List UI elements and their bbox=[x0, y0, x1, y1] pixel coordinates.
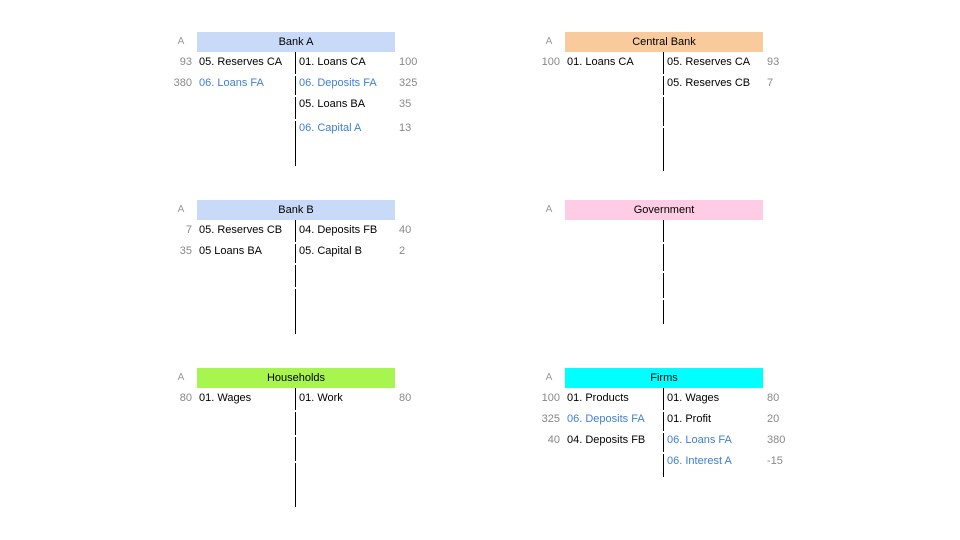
divider-line bbox=[295, 220, 296, 334]
asset-value: 40 bbox=[547, 434, 560, 446]
divider-gap bbox=[294, 74, 297, 76]
divider-gap bbox=[294, 435, 297, 437]
divider-gap bbox=[294, 119, 297, 121]
liability-name: 01. Wages bbox=[667, 392, 720, 404]
liability-name: 01. Loans CA bbox=[299, 56, 366, 68]
asset-name: 06. Loans FA bbox=[199, 77, 264, 89]
liability-name: 05. Loans BA bbox=[299, 98, 366, 110]
asset-value: 380 bbox=[173, 77, 192, 89]
divider-gap bbox=[294, 242, 297, 244]
asset-value: 325 bbox=[541, 413, 560, 425]
divider-gap bbox=[662, 431, 665, 433]
asset-value: 100 bbox=[541, 56, 560, 68]
divider-line bbox=[295, 388, 296, 507]
asset-value: 7 bbox=[185, 224, 192, 236]
assets-label: A bbox=[545, 36, 553, 47]
divider-gap bbox=[662, 74, 665, 76]
liability-value: 380 bbox=[767, 434, 786, 446]
assets-label: A bbox=[177, 204, 185, 215]
divider-gap bbox=[294, 95, 297, 97]
liability-name: 05. Reserves CA bbox=[667, 56, 751, 68]
divider-gap bbox=[662, 298, 665, 300]
liability-value: 35 bbox=[399, 98, 412, 110]
liability-value: 80 bbox=[767, 392, 780, 404]
divider-gap bbox=[294, 461, 297, 463]
divider-gap bbox=[294, 287, 297, 289]
liability-value: 100 bbox=[399, 56, 418, 68]
divider-gap bbox=[662, 126, 665, 128]
liability-value: 20 bbox=[767, 413, 780, 425]
liability-name: 06. Deposits FA bbox=[299, 77, 377, 89]
asset-value: 35 bbox=[179, 245, 192, 257]
liability-name: 04. Deposits FB bbox=[299, 224, 378, 236]
asset-name: 04. Deposits FB bbox=[567, 434, 646, 446]
account-title: Bank A bbox=[197, 32, 395, 52]
divider-line bbox=[663, 52, 664, 171]
account-title: Bank B bbox=[197, 200, 395, 220]
assets-label: A bbox=[177, 36, 185, 47]
liability-name: 05. Capital B bbox=[299, 245, 362, 257]
liability-name: 06. Capital A bbox=[299, 122, 362, 134]
account-title: Government bbox=[565, 200, 763, 220]
asset-name: 01. Wages bbox=[199, 392, 252, 404]
liability-name: 01. Profit bbox=[667, 413, 712, 425]
liability-name: 01. Work bbox=[299, 392, 343, 404]
asset-name: 05 Loans BA bbox=[199, 245, 262, 257]
divider-gap bbox=[662, 410, 665, 412]
liability-value: 40 bbox=[399, 224, 412, 236]
divider-line bbox=[295, 52, 296, 166]
account-government: ALGovernment bbox=[540, 200, 960, 360]
divider-gap bbox=[294, 263, 297, 265]
liability-value: 80 bbox=[399, 392, 412, 404]
liability-name: 06. Loans FA bbox=[667, 434, 732, 446]
liability-value: 7 bbox=[767, 77, 774, 89]
liability-value: 325 bbox=[399, 77, 418, 89]
divider-gap bbox=[662, 452, 665, 454]
assets-label: A bbox=[545, 204, 553, 215]
liability-value: 13 bbox=[399, 122, 412, 134]
divider-gap bbox=[662, 95, 665, 97]
assets-label: A bbox=[545, 372, 553, 383]
divider-gap bbox=[662, 242, 665, 244]
divider-gap bbox=[662, 271, 665, 273]
divider-gap bbox=[294, 410, 297, 412]
asset-value: 100 bbox=[541, 392, 560, 404]
liability-name: 05. Reserves CB bbox=[667, 77, 751, 89]
account-title: Central Bank bbox=[565, 32, 763, 52]
asset-name: 06. Deposits FA bbox=[567, 413, 645, 425]
asset-name: 01. Products bbox=[567, 392, 629, 404]
liability-value: 93 bbox=[767, 56, 780, 68]
asset-name: 05. Reserves CA bbox=[199, 56, 283, 68]
asset-name: 01. Loans CA bbox=[567, 56, 634, 68]
asset-name: 05. Reserves CB bbox=[199, 224, 283, 236]
liability-value: 2 bbox=[399, 245, 406, 257]
assets-label: A bbox=[177, 372, 185, 383]
asset-value: 80 bbox=[179, 392, 192, 404]
account-title: Households bbox=[197, 368, 395, 388]
liability-name: 06. Interest A bbox=[667, 455, 732, 467]
asset-value: 93 bbox=[179, 56, 192, 68]
liability-value: -15 bbox=[767, 455, 783, 467]
account-title: Firms bbox=[565, 368, 763, 388]
